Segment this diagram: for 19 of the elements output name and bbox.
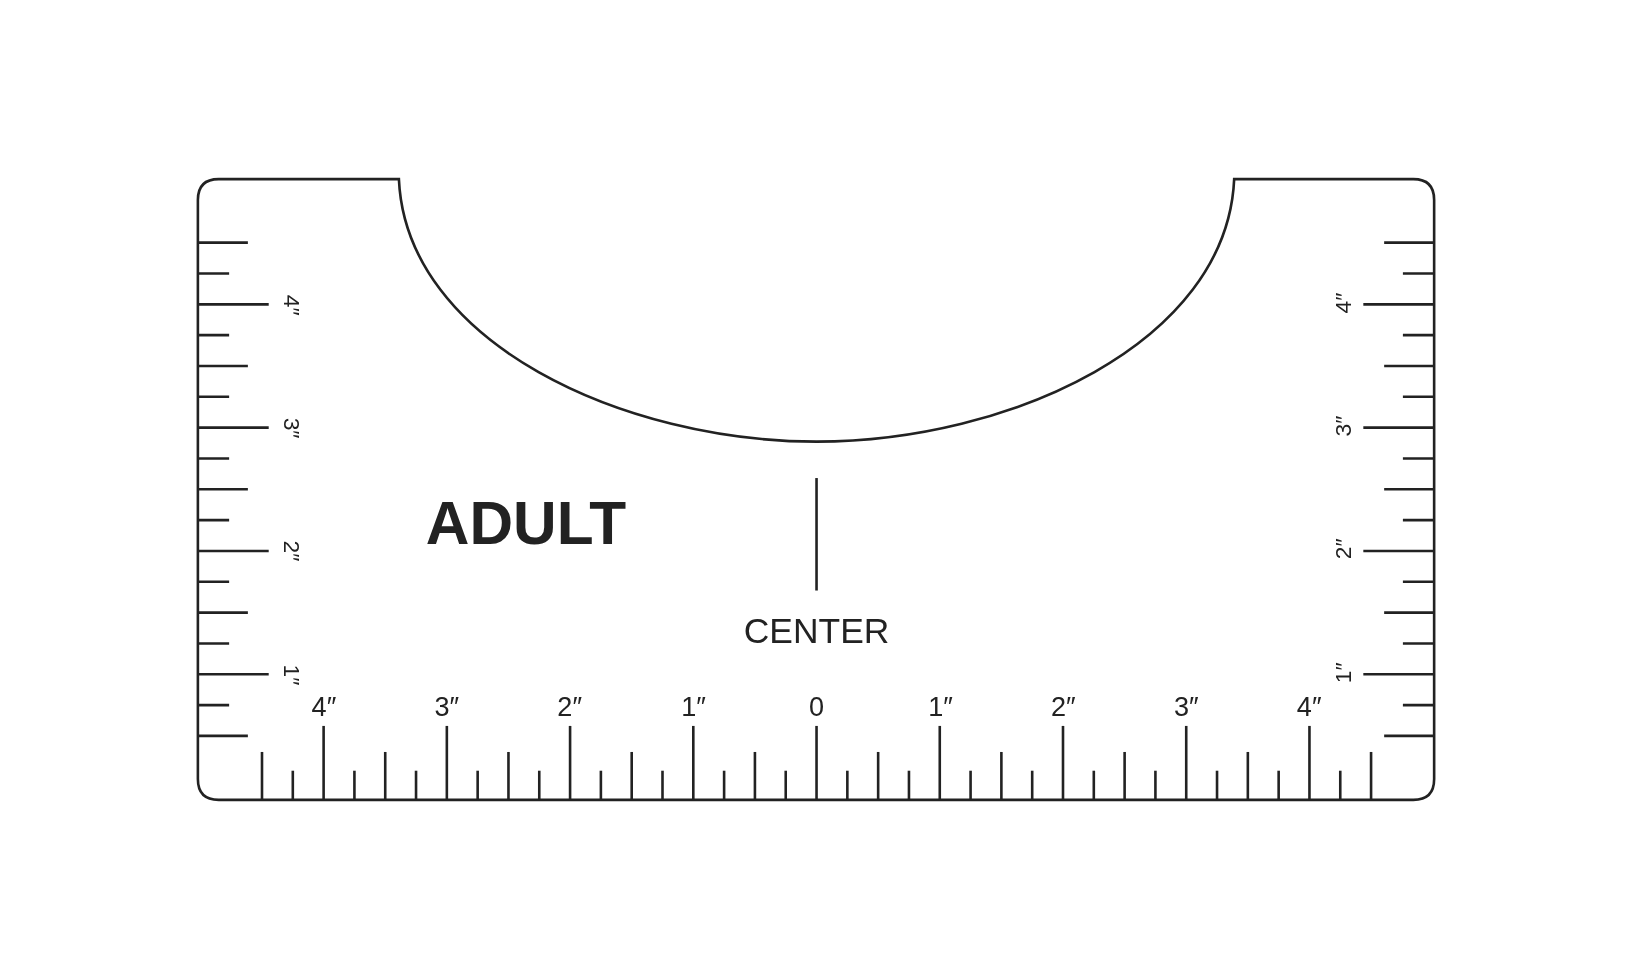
inch-label: 4″ (1332, 292, 1355, 314)
size-title: ADULT (425, 492, 627, 554)
inch-label: 2″ (280, 540, 304, 562)
inch-label: 2″ (1051, 692, 1076, 720)
inch-label: 1″ (280, 664, 304, 686)
inch-label: 3″ (1173, 692, 1199, 720)
inch-label: 3″ (434, 692, 460, 720)
inch-label: 2″ (1332, 538, 1355, 560)
inch-label: 4″ (311, 692, 337, 720)
center-label: CENTER (743, 612, 890, 648)
inch-label: 0 (809, 692, 825, 720)
inch-label: 3″ (280, 417, 304, 439)
inch-label: 1″ (681, 692, 706, 720)
inch-label: 1″ (928, 692, 953, 720)
inch-label: 2″ (557, 692, 583, 720)
inch-label: 4″ (280, 294, 304, 316)
inch-label: 3″ (1332, 415, 1355, 437)
inch-label: 1″ (1332, 662, 1355, 684)
inch-label: 4″ (1296, 692, 1322, 720)
